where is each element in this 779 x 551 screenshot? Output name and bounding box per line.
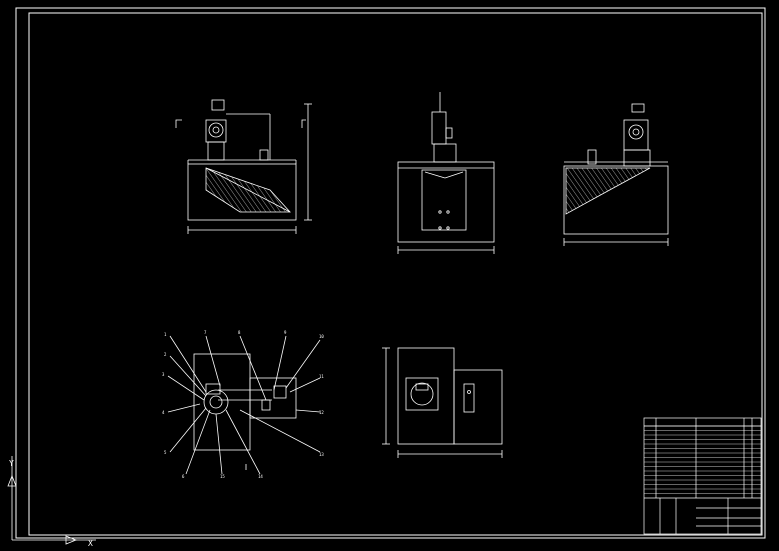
ucs-icon: Y X [7, 456, 96, 548]
ucs-y-label: Y [9, 459, 14, 468]
ucs-x-label: X [88, 539, 93, 548]
svg-text:4: 4 [162, 410, 165, 415]
svg-text:2: 2 [164, 352, 167, 357]
svg-text:12: 12 [319, 410, 324, 415]
side-view[interactable] [397, 92, 495, 254]
svg-text:6: 6 [182, 474, 185, 479]
svg-text:5: 5 [164, 450, 167, 455]
svg-text:7: 7 [204, 330, 207, 335]
svg-text:13: 13 [319, 452, 324, 457]
title-block[interactable] [643, 417, 762, 535]
section-view[interactable] [563, 103, 669, 246]
svg-text:14: 14 [258, 474, 263, 479]
bom-table [644, 425, 761, 494]
svg-text:11: 11 [319, 374, 324, 379]
plan-view[interactable] [382, 347, 503, 458]
svg-text:1: 1 [164, 332, 167, 337]
svg-text:9: 9 [284, 330, 287, 335]
svg-text:15: 15 [220, 474, 225, 479]
callout-numbers: 1 2 3 4 5 6 7 8 9 10 11 12 13 14 15 [162, 330, 324, 479]
svg-text:10: 10 [319, 334, 324, 339]
svg-text:8: 8 [238, 330, 241, 335]
inner-border [28, 12, 763, 536]
outer-border [15, 7, 766, 539]
plan-view-with-callouts[interactable] [167, 335, 321, 475]
front-view[interactable] [175, 99, 312, 234]
svg-text:3: 3 [162, 372, 165, 377]
